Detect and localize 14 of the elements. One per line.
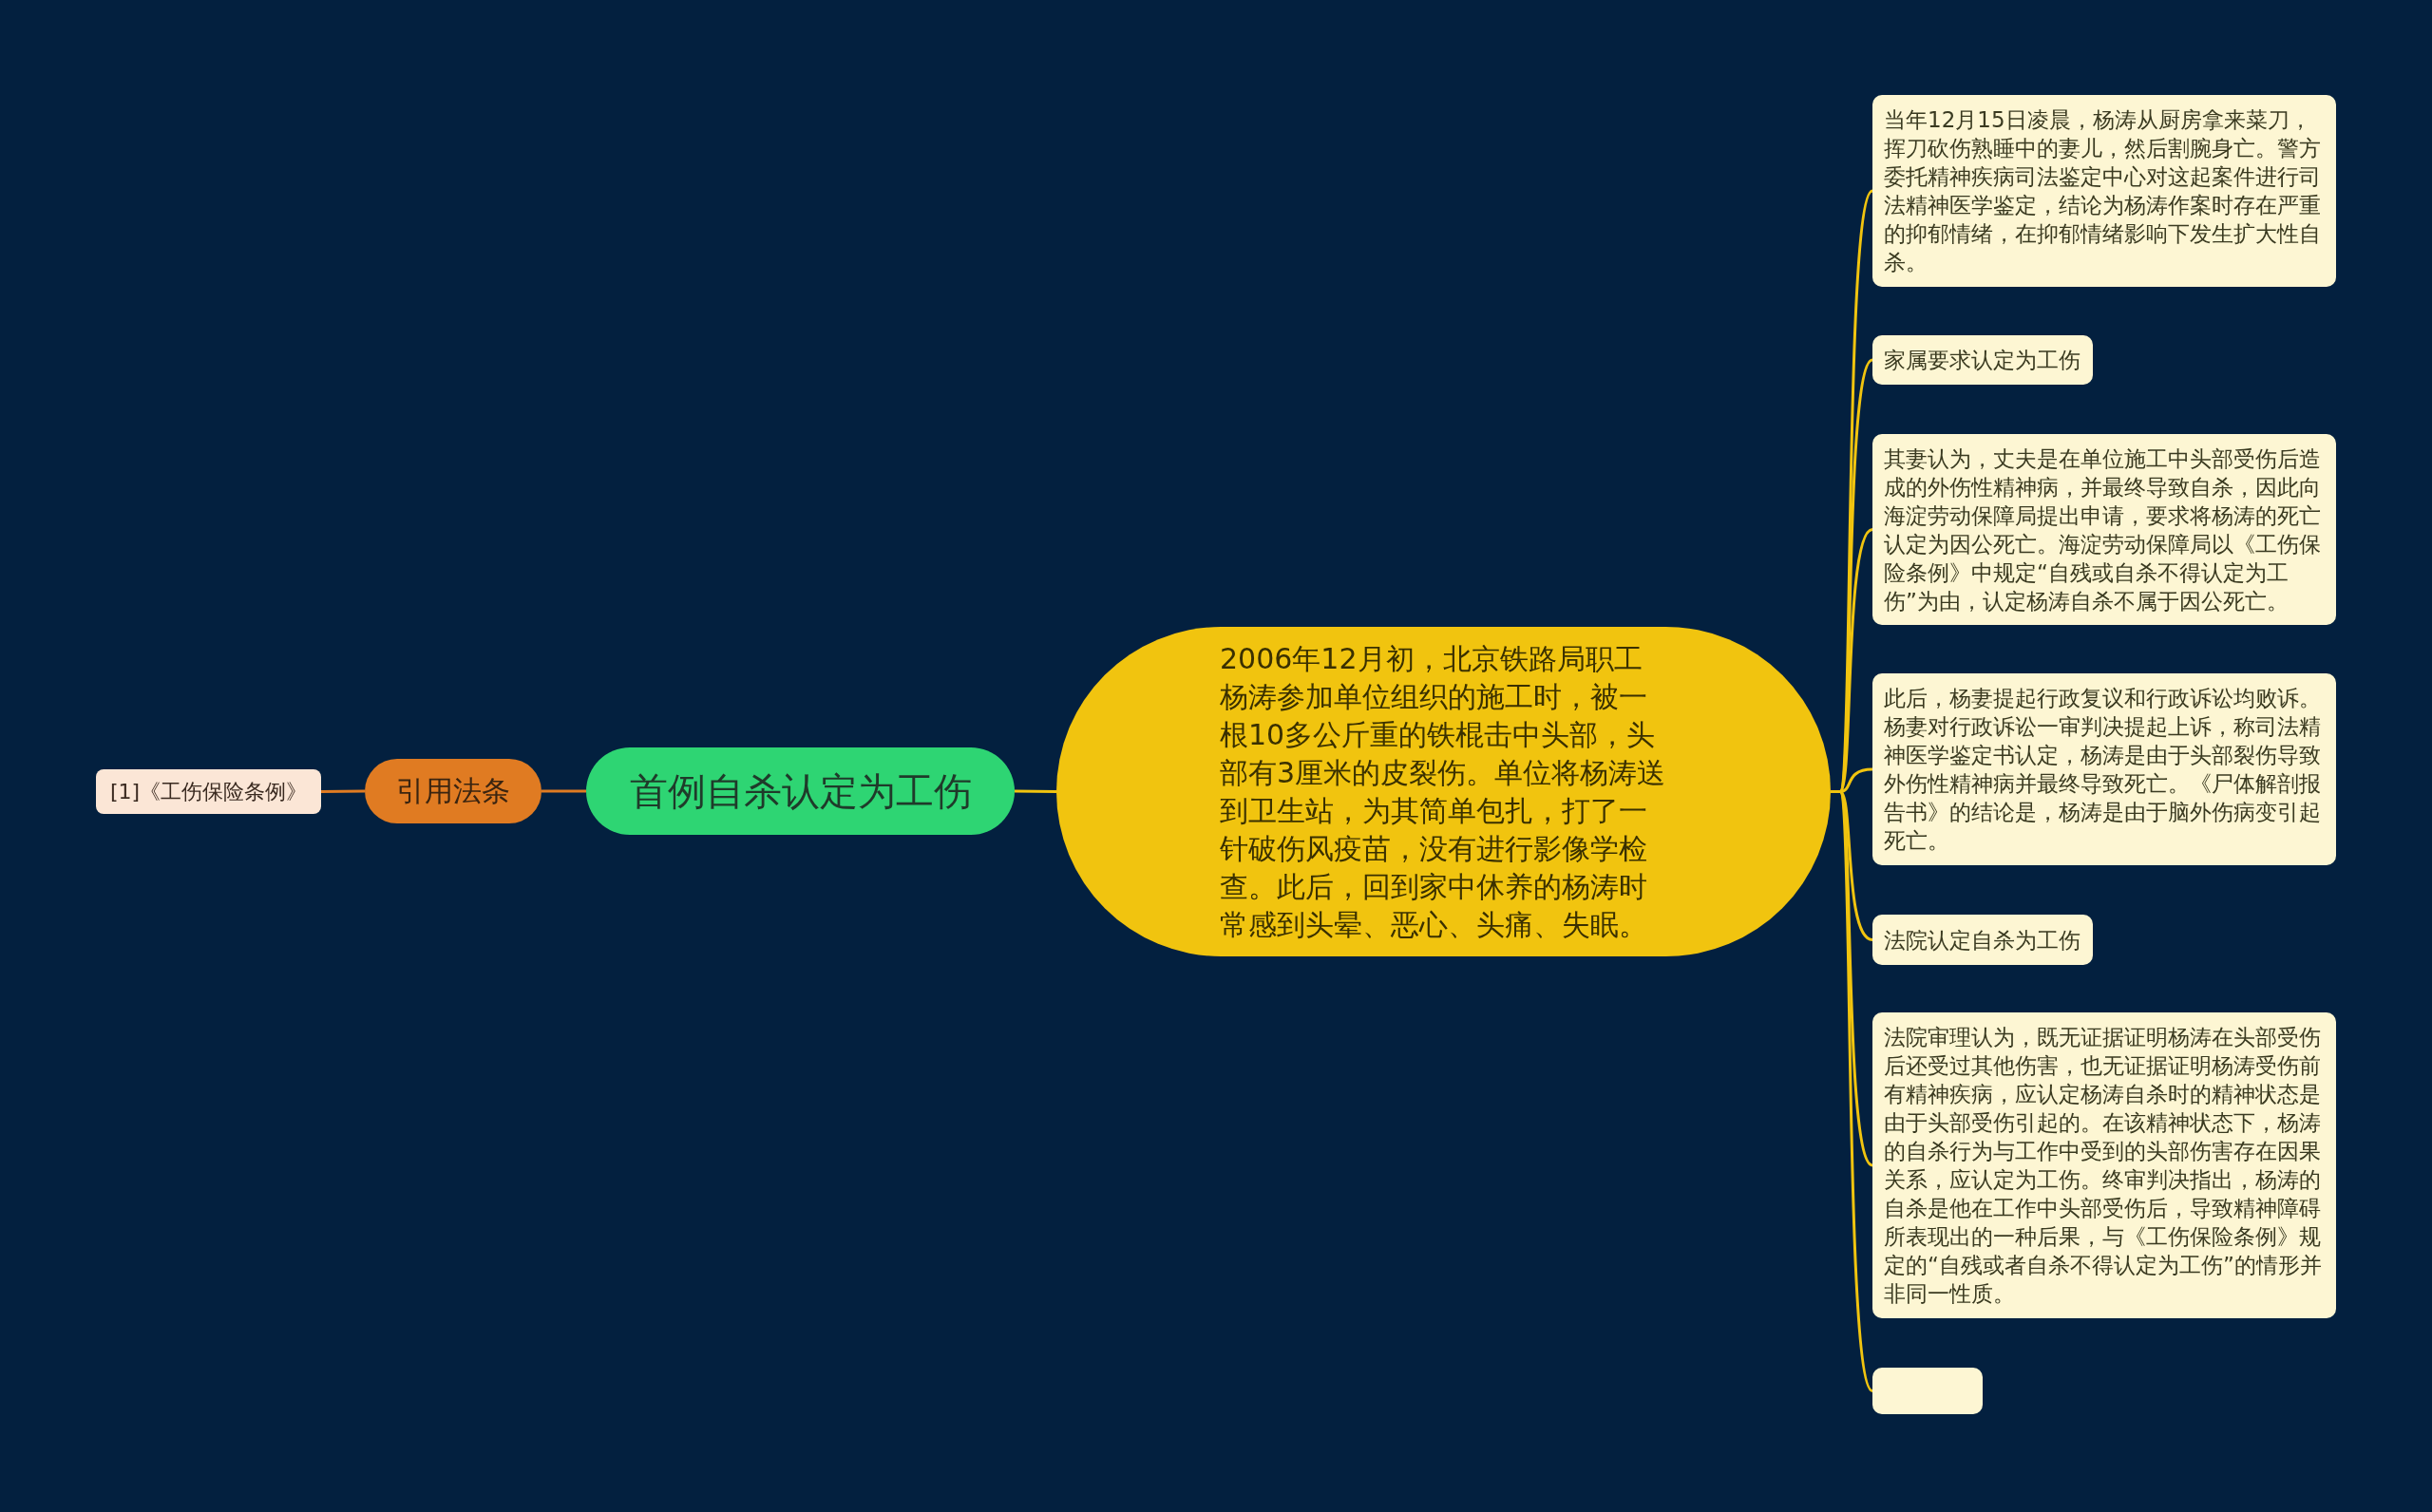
topic-card: 其妻认为，丈夫是在单位施工中头部受伤后造成的外伤性精神病，并最终导致自杀，因此向海淀劳动保障局提出申请，要求将杨涛的死亡认定为因公死亡。海淀劳动保障局以《工伤保险条例》中规定“自残或自杀不得认定为工伤”为由，认定杨涛自杀不属于因公死亡。 (1872, 434, 2336, 625)
topic-card: 此后，杨妻提起行政复议和行政诉讼均败诉。杨妻对行政诉讼一审判决提起上诉，称司法精神医学鉴定书认定，杨涛是由于头部裂伤导致外伤性精神病并最终导致死亡。《尸体解剖报告书》的结论是，杨涛是由于脑外伤病变引起死亡。 (1872, 673, 2336, 865)
empty-card (1872, 1368, 1983, 1414)
topic-card: 当年12月15日凌晨，杨涛从厨房拿来菜刀，挥刀砍伤熟睡中的妻儿，然后割腕身亡。警方委托精神疾病司法鉴定中心对这起案件进行司法精神医学鉴定，结论为杨涛作案时存在严重的抑郁情绪，在抑郁情绪影响下发生扩大性自杀。 (1872, 95, 2336, 287)
topic-card: 家属要求认定为工伤 (1872, 335, 2093, 385)
connector-line (542, 789, 586, 793)
central-topic: 首例自杀认定为工伤 (586, 747, 1015, 835)
connector-line (321, 789, 365, 793)
topic-card: 法院审理认为，既无证据证明杨涛在头部受伤后还受过其他伤害，也无证据证明杨涛受伤前有精神疾病，应认定杨涛自杀时的精神状态是由于头部受伤引起的。在该精神状态下，杨涛的自杀行为与工作中受到的头部伤害存在因果关系，应认定为工伤。终审判决指出，杨涛的自杀是他在工作中头部受伤后，导致精神障碍所表现出的一种后果，与《工伤保险条例》规定的“自残或者自杀不得认定为工伤”的情形并非同一性质。 (1872, 1012, 2336, 1318)
topic-card: 法院认定自杀为工伤 (1872, 915, 2093, 965)
branch-topic: 引用法条 (365, 759, 542, 823)
topic-card: [1]《工伤保险条例》 (96, 769, 321, 814)
topic-bubble: 2006年12月初，北京铁路局职工杨涛参加单位组织的施工时，被一根10多公斤重的铁棍击中头部，头部有3厘米的皮裂伤。单位将杨涛送到卫生站，为其简单包扎，打了一针破伤风疫苗，没有进行影像学检查。此后，回到家中休养的杨涛时常感到头晕、恶心、头痛、失眠。 (1056, 627, 1831, 956)
connector-line (1015, 789, 1056, 793)
